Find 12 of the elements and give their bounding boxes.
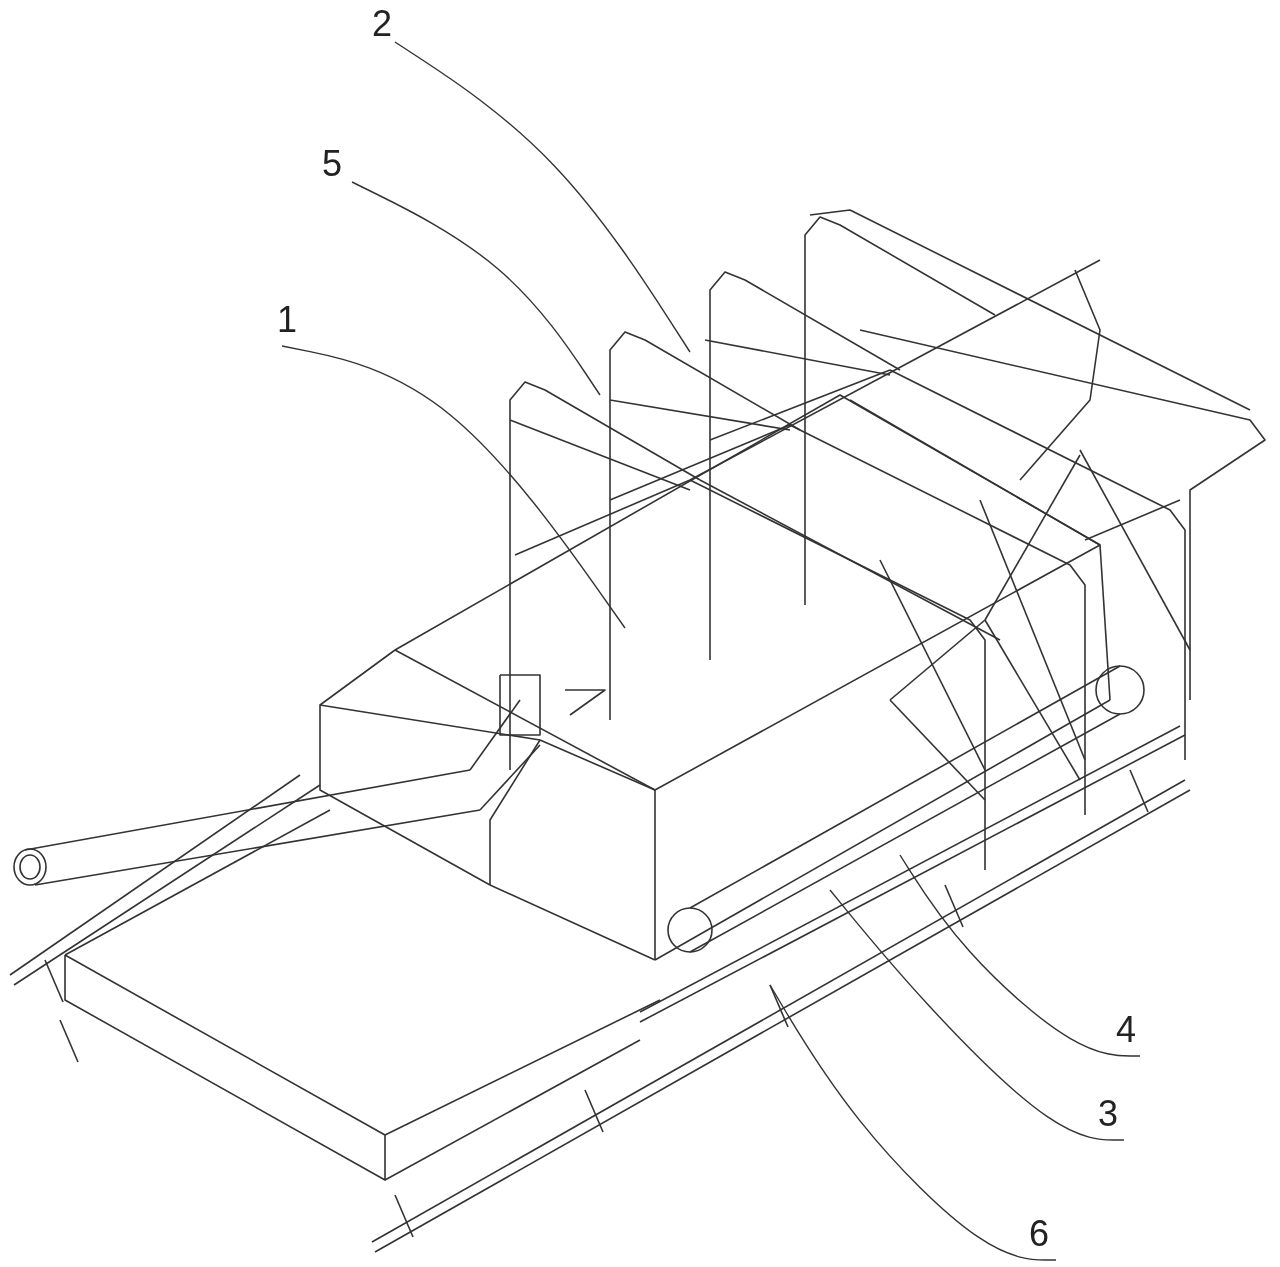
leader-line (394, 41, 691, 353)
leader-line (899, 854, 1141, 1057)
callout-number: 2 (372, 6, 393, 42)
leader-line (769, 984, 1057, 1261)
callout-number: 6 (1029, 1216, 1050, 1252)
leader-line (829, 889, 1125, 1141)
leader-line (351, 181, 601, 396)
leader-line (281, 345, 626, 629)
callout-number: 4 (1116, 1012, 1137, 1048)
callout-number: 5 (322, 146, 343, 182)
callout-number: 3 (1098, 1096, 1119, 1132)
callout-number: 1 (277, 302, 298, 338)
